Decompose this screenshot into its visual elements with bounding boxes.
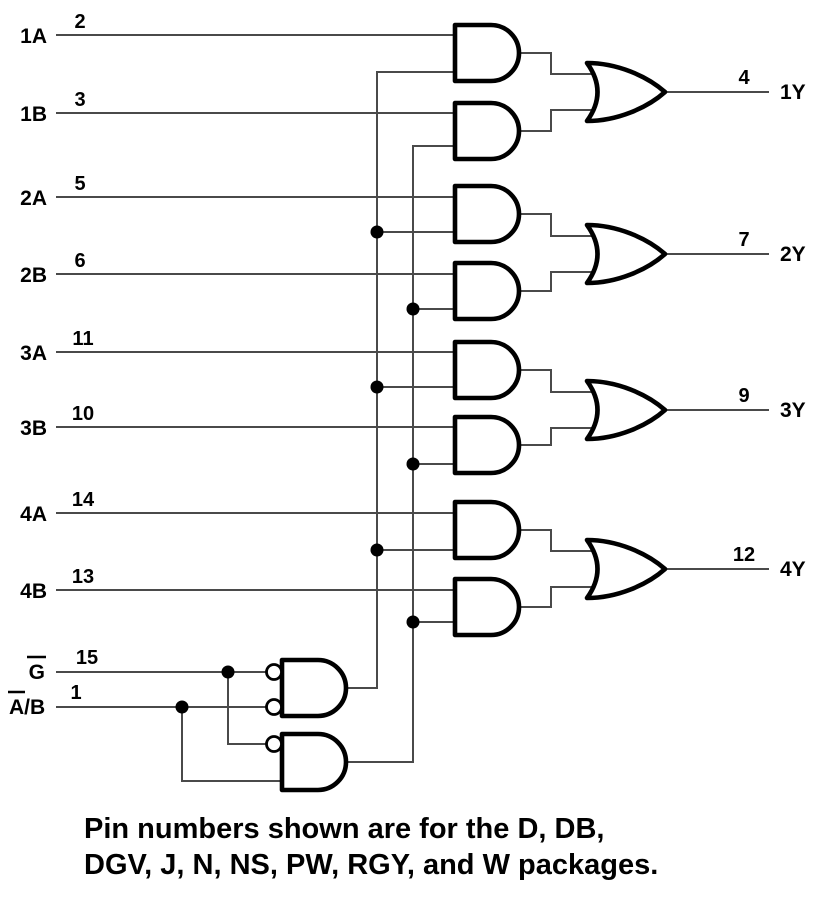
- and-gate-3b: [452, 414, 522, 476]
- output-label-3y: 3Y: [780, 399, 806, 422]
- wire-and6-to-or3: [518, 427, 598, 446]
- input-label-3a: 3A: [20, 342, 47, 365]
- inverter-bubble-g-upper: [265, 663, 283, 681]
- caption-line-1: Pin numbers shown are for the D, DB,: [84, 813, 604, 845]
- pin-number-2b: 6: [74, 250, 85, 272]
- junction-dot-rail-a-2a: [370, 225, 384, 239]
- pin-number-g: 15: [76, 647, 98, 669]
- wire-and5-to-or3: [518, 369, 598, 393]
- junction-dot-rail-b-3b: [406, 457, 420, 471]
- junction-dot-rail-a-4a: [370, 543, 384, 557]
- wire-select-rail-b: [346, 145, 458, 763]
- pin-number-2y: 7: [738, 229, 749, 251]
- wire-and1-to-or1: [518, 52, 598, 75]
- wire-and7-to-or4: [518, 529, 598, 552]
- and-gate-4a: [452, 499, 522, 561]
- select-and-gate-a: [279, 657, 349, 719]
- output-label-4y: 4Y: [780, 558, 806, 581]
- junction-dot-g-line: [221, 665, 235, 679]
- output-label-2y: 2Y: [780, 243, 806, 266]
- wire-and8-to-or4: [518, 586, 598, 608]
- junction-dot-rail-b-2b: [406, 302, 420, 316]
- pin-number-4a: 14: [72, 489, 95, 511]
- wire-and2-to-or1: [518, 109, 598, 132]
- or-gate-1y: [584, 60, 668, 124]
- pin-number-1a: 2: [74, 11, 85, 33]
- wire-and3-to-or2: [518, 213, 598, 237]
- inverter-bubbles: [265, 663, 283, 753]
- pin-number-1y: 4: [738, 67, 750, 89]
- select-and-gate-b: [279, 731, 349, 793]
- and-gate-3a: [452, 339, 522, 401]
- label-layer: 1A 1B 2A 2B 3A 3B 4A 4B 2 3 5 6 11 10 14…: [8, 11, 806, 881]
- wire-and4-to-or2: [518, 271, 598, 292]
- input-label-1b: 1B: [20, 103, 47, 126]
- or-gate-4y: [584, 537, 668, 601]
- wire-layer: [56, 34, 769, 782]
- pin-number-1b: 3: [74, 89, 85, 111]
- wire-select-rail-a: [346, 71, 458, 689]
- pin-number-3y: 9: [738, 385, 749, 407]
- input-label-ab: A/B: [9, 696, 45, 719]
- pin-number-2a: 5: [74, 173, 85, 195]
- or-gate-2y: [584, 222, 668, 286]
- wire-g-to-lower-gate: [227, 672, 267, 745]
- input-label-2b: 2B: [20, 264, 47, 287]
- and-gate-2b: [452, 260, 522, 322]
- and-gate-1b: [452, 100, 522, 162]
- input-label-4b: 4B: [20, 580, 47, 603]
- pin-number-4b: 13: [72, 566, 94, 588]
- input-label-2a: 2A: [20, 187, 47, 210]
- junction-dot-rail-a-3a: [370, 380, 384, 394]
- junction-dot-ab-line: [175, 700, 189, 714]
- and-gate-2a: [452, 183, 522, 245]
- input-label-3b: 3B: [20, 417, 47, 440]
- or-gate-3y: [584, 378, 668, 442]
- junction-dot-rail-b-4b: [406, 615, 420, 629]
- input-label-g: G: [29, 661, 45, 684]
- junction-dots: [175, 225, 420, 714]
- input-label-1a: 1A: [20, 25, 47, 48]
- gate-layer: [279, 22, 668, 793]
- output-label-1y: 1Y: [780, 81, 806, 104]
- caption-line-2: DGV, J, N, NS, PW, RGY, and W packages.: [84, 849, 658, 881]
- inverter-bubble-g-lower: [265, 735, 283, 753]
- wire-ab-to-lower-gate: [181, 707, 284, 782]
- pin-number-3a: 11: [72, 328, 93, 350]
- input-label-4a: 4A: [20, 503, 47, 526]
- pin-number-4y: 12: [733, 544, 755, 566]
- and-gate-4b: [452, 576, 522, 638]
- pin-number-ab: 1: [70, 682, 81, 704]
- and-gate-1a: [452, 22, 522, 84]
- pin-number-3b: 10: [72, 403, 94, 425]
- inverter-bubble-ab-upper: [265, 698, 283, 716]
